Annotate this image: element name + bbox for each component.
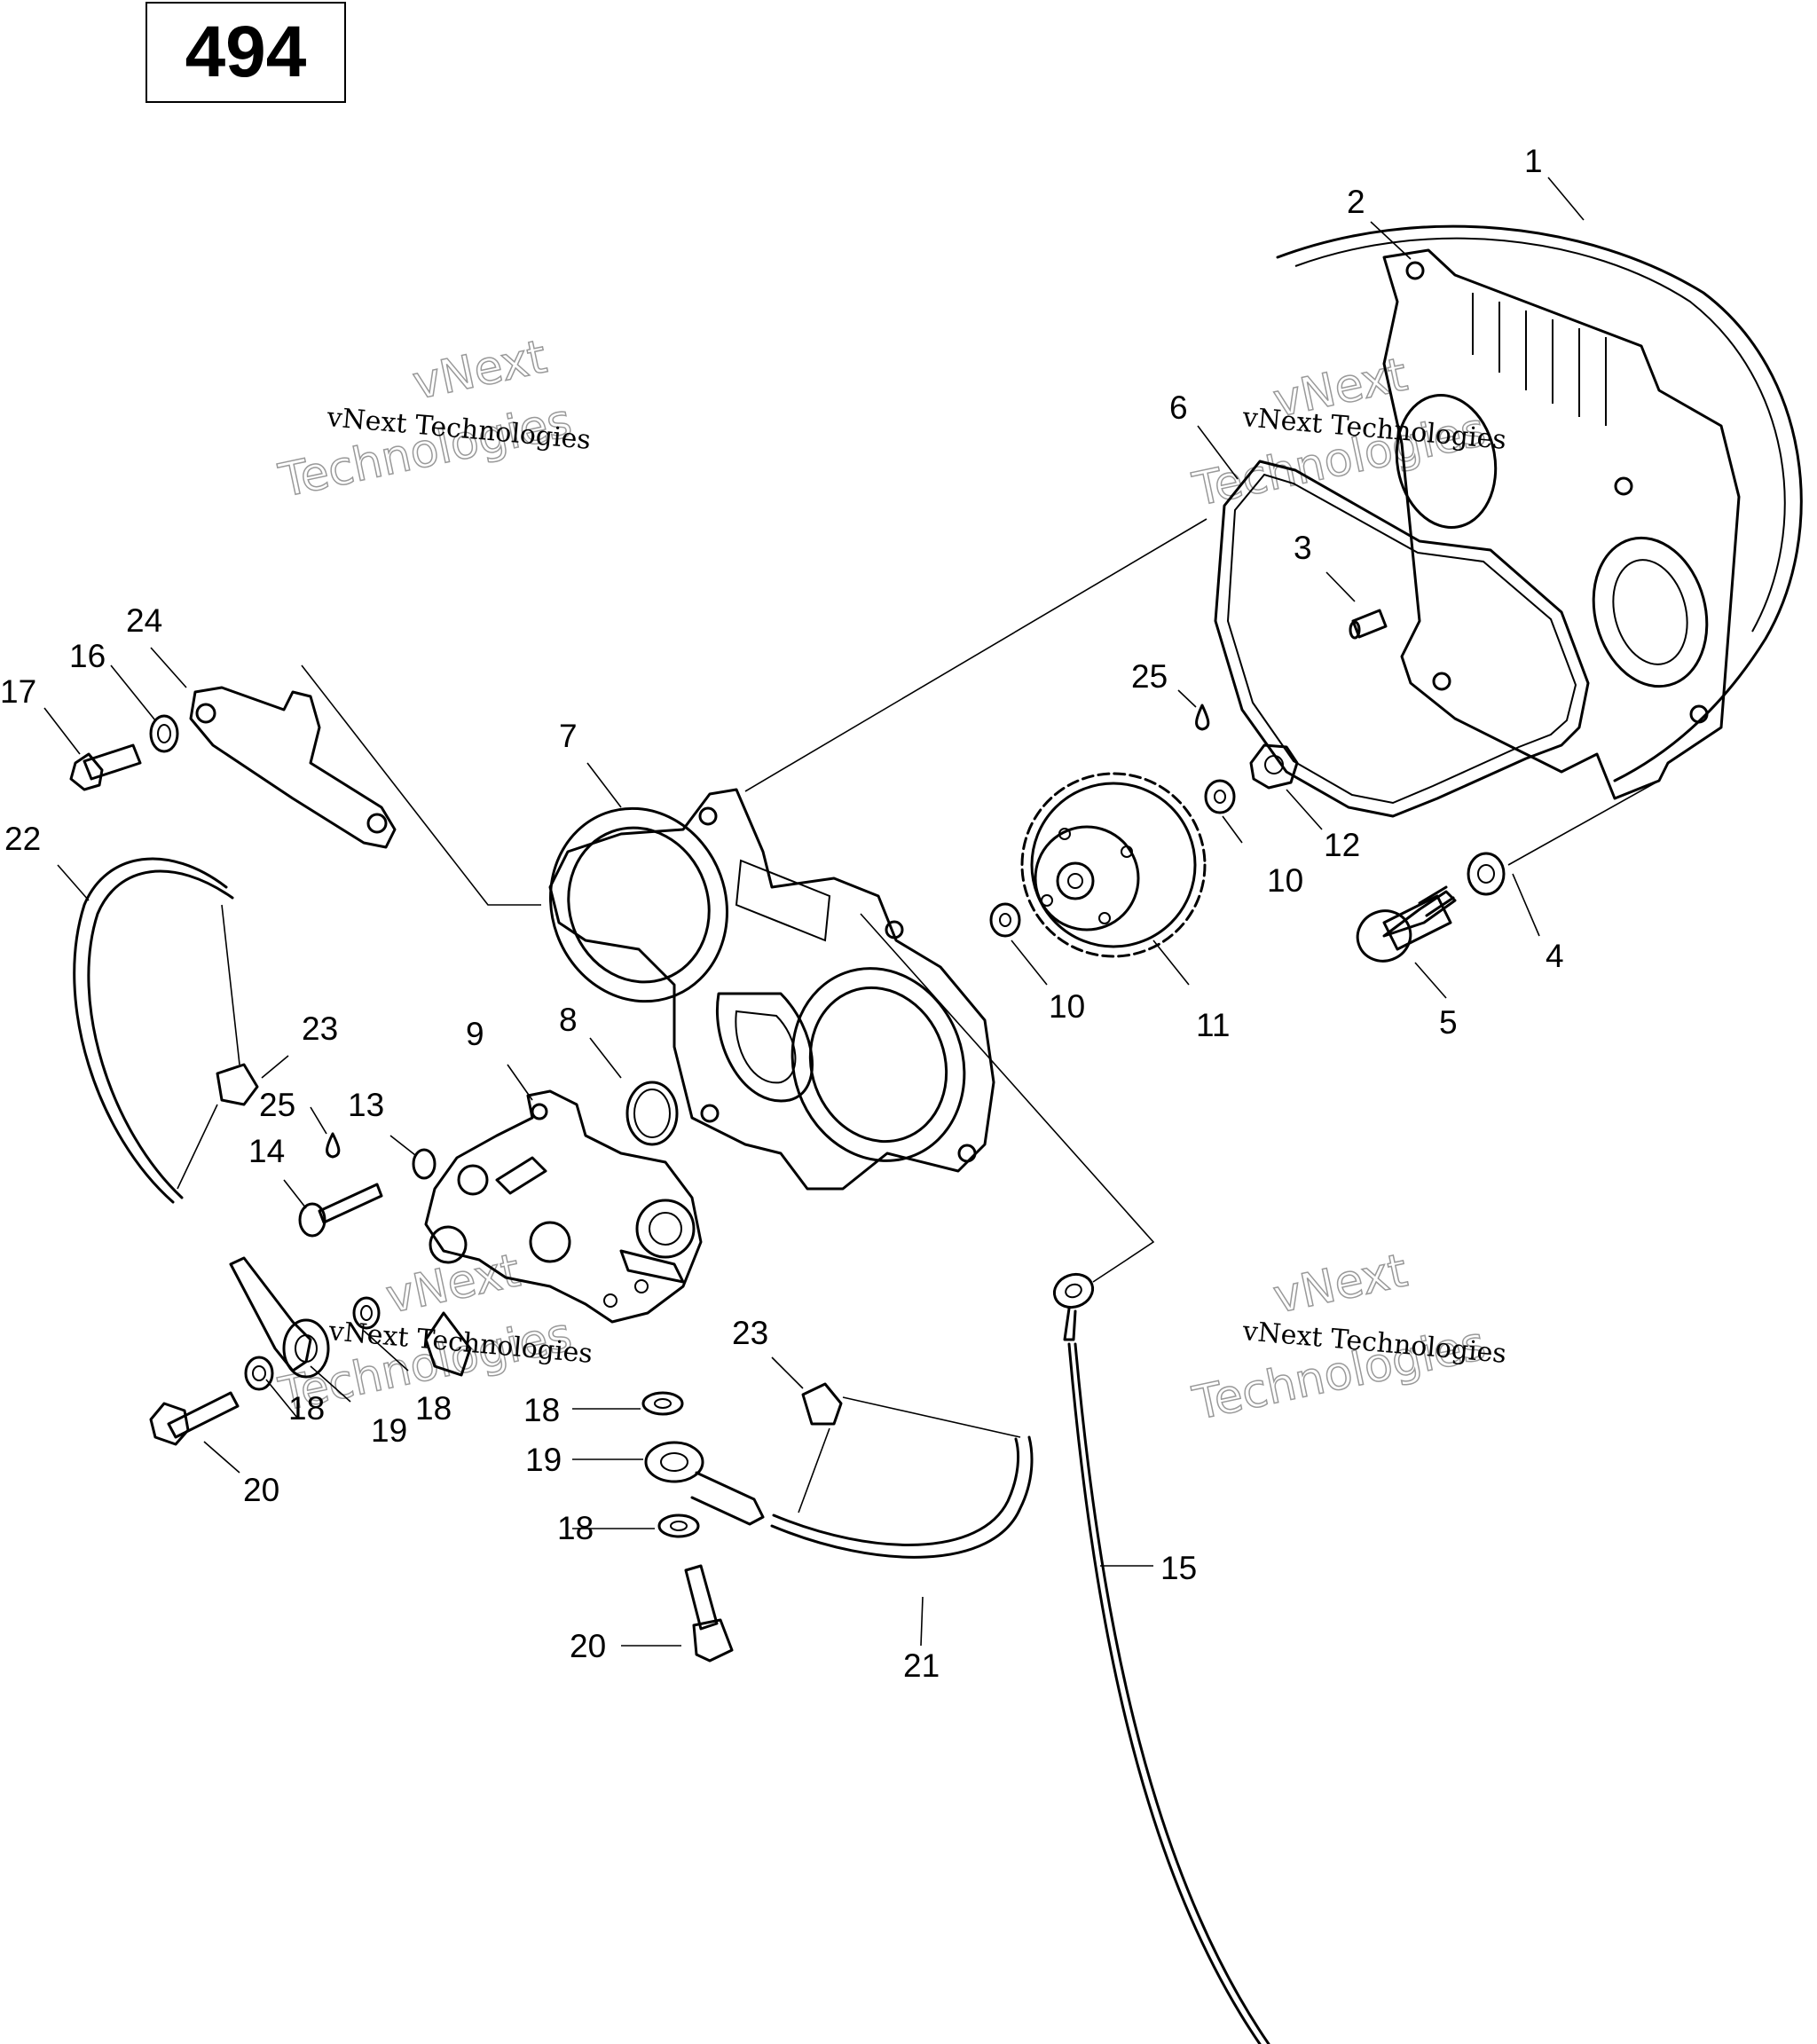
part-15-ground-cable — [1052, 1272, 1270, 2044]
part-19-banjo-fitting-b — [644, 1441, 765, 1526]
callout-18-b: 18 — [415, 1390, 452, 1427]
callout-18-d: 18 — [557, 1510, 594, 1546]
part-25-sealant-drop-b — [326, 1132, 341, 1159]
callout-24: 24 — [126, 602, 162, 639]
watermark-bottom-right: vNext Technologies vNext Technologies — [1188, 1244, 1508, 1432]
callout-20-b: 20 — [570, 1628, 606, 1664]
part-14-screw — [298, 1183, 383, 1238]
part-2-cover-plate — [1382, 248, 1741, 800]
callout-leaders — [43, 177, 1585, 1647]
callout-7: 7 — [559, 718, 578, 754]
part-10-washer-b — [1204, 779, 1236, 814]
callout-8: 8 — [559, 1002, 578, 1038]
callout-21: 21 — [903, 1647, 940, 1684]
callout-14: 14 — [248, 1133, 285, 1169]
callout-labels: 1 2 3 4 5 6 7 8 9 10 10 11 12 13 14 15 1… — [0, 143, 1564, 1684]
watermark-top-left: vNext Technologies vNext Technologies — [274, 330, 593, 509]
part-12-nut — [1249, 743, 1299, 790]
callout-1: 1 — [1524, 143, 1543, 179]
part-18-washer-b — [352, 1296, 381, 1330]
part-13-washer — [412, 1148, 437, 1180]
callout-19-a: 19 — [371, 1412, 407, 1449]
part-6-gasket — [1214, 460, 1590, 818]
callout-5: 5 — [1439, 1004, 1458, 1041]
part-20-bolt-b — [684, 1564, 734, 1663]
callout-25-a: 25 — [1131, 658, 1168, 695]
page-number: 494 — [185, 12, 307, 92]
part-4-lock-washer — [1467, 852, 1506, 896]
part-9-oil-pump — [424, 1089, 703, 1377]
part-19-banjo-fitting-a — [229, 1256, 330, 1379]
callout-10-b: 10 — [1267, 862, 1303, 899]
callout-9: 9 — [466, 1016, 484, 1052]
part-1-housing-ring — [1276, 224, 1803, 782]
part-23-clamp-a — [216, 1063, 259, 1106]
part-8-o-ring — [625, 1081, 679, 1146]
part-20-bolt-a — [149, 1391, 240, 1446]
part-16-washer — [149, 714, 179, 753]
part-7-pump-body — [548, 788, 995, 1191]
page-number-box: 494 — [146, 2, 346, 103]
callout-6: 6 — [1169, 389, 1188, 426]
svg-text:vNext: vNext — [408, 330, 551, 410]
callout-2: 2 — [1347, 184, 1365, 220]
part-23-clamp-b — [801, 1382, 843, 1426]
assembly-lines — [177, 518, 1660, 1513]
part-11-gear — [1020, 772, 1207, 958]
callout-15: 15 — [1160, 1550, 1197, 1586]
callout-19-b: 19 — [525, 1442, 562, 1478]
part-21-hose — [770, 1435, 1034, 1559]
part-22-hose — [73, 857, 234, 1204]
part-18-washer-c — [641, 1391, 684, 1416]
callout-10-a: 10 — [1049, 988, 1085, 1025]
part-17-bolt — [69, 743, 142, 791]
part-5-screw — [1356, 885, 1457, 963]
callout-17: 17 — [0, 673, 36, 710]
callout-22: 22 — [4, 821, 41, 857]
callout-18-a: 18 — [288, 1390, 325, 1427]
callout-23-b: 23 — [732, 1315, 768, 1351]
part-18-washer-d — [657, 1513, 700, 1538]
part-25-sealant-drop-a — [1195, 704, 1210, 731]
callout-11: 11 — [1196, 1007, 1230, 1043]
callout-20-a: 20 — [243, 1472, 279, 1508]
callout-3: 3 — [1294, 530, 1312, 566]
part-24-bracket — [189, 686, 397, 849]
svg-text:vNext: vNext — [1269, 1244, 1412, 1324]
callout-12: 12 — [1324, 827, 1360, 863]
part-3-dowel-pin — [1349, 609, 1388, 640]
svg-text:vNext: vNext — [381, 1244, 524, 1324]
callout-16: 16 — [69, 638, 106, 674]
part-18-washer-a — [244, 1356, 274, 1391]
callout-13: 13 — [348, 1087, 384, 1123]
callout-4: 4 — [1546, 938, 1564, 974]
callout-23-a: 23 — [302, 1010, 338, 1047]
part-10-washer-a — [989, 902, 1021, 938]
callout-25-b: 25 — [259, 1087, 295, 1123]
callout-18-c: 18 — [523, 1392, 560, 1428]
